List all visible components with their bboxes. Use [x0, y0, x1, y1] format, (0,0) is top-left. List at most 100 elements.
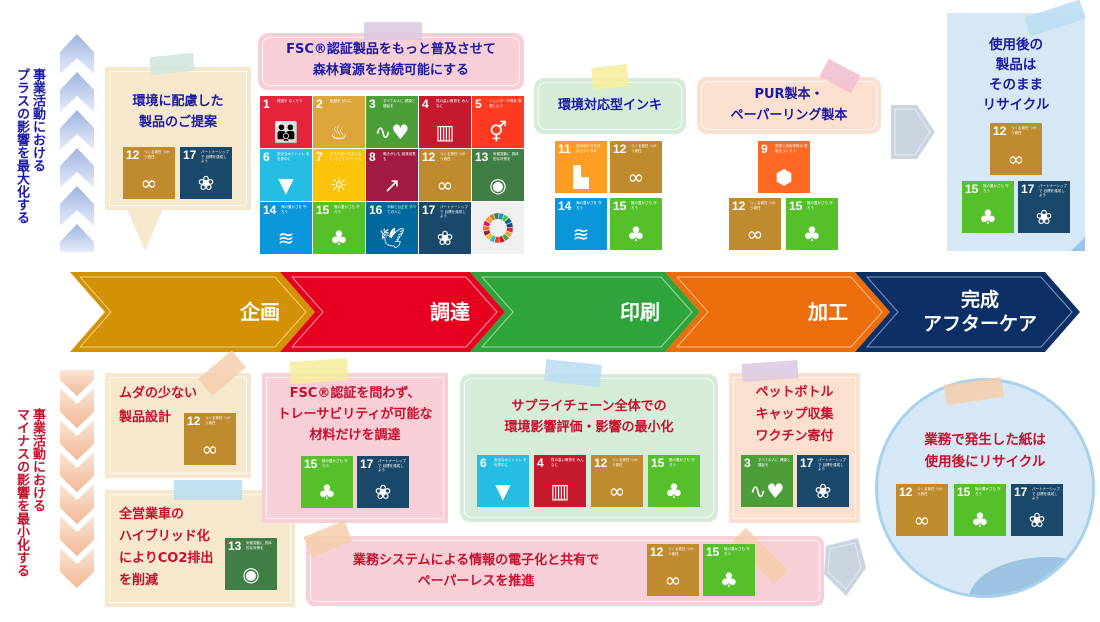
- minus-side-label-line2: マイナスの影響を最小化する: [14, 408, 29, 577]
- sdg-number: 15: [965, 182, 979, 196]
- card-title-line: 環境影響評価・影響の最小化: [504, 420, 674, 435]
- sdg-goal-label: つくる責任 つかう責任: [205, 416, 231, 425]
- sdg-number: 16: [369, 203, 383, 217]
- plus-side-label-line2: プラスの影響を最大化する: [14, 68, 29, 224]
- sdg-number: 15: [789, 199, 803, 213]
- card-title-line: ワクチン寄付: [755, 429, 834, 444]
- sdg-number: 17: [800, 456, 814, 470]
- tape-decoration: [590, 64, 630, 90]
- speech-bubble-tail: [127, 209, 163, 251]
- eye-globe-icon: ◉: [489, 173, 507, 197]
- sdg-number: 12: [613, 142, 627, 156]
- process-step-printing: 印刷: [620, 300, 660, 324]
- flower-rings-icon: ❀: [1035, 205, 1053, 229]
- book-icon: ▥: [435, 120, 455, 144]
- sdg-goal-label: つくる責任 つかう責任: [440, 152, 466, 161]
- sdg-goal-label: パートナーシップで 目標を達成しよう: [440, 205, 468, 218]
- infinity-icon: ∞: [201, 437, 219, 461]
- sdg-number: 6: [480, 456, 487, 470]
- sdg-number: 15: [316, 203, 330, 217]
- sdg-goal-label: 質の高い教育を みんなに: [436, 99, 469, 108]
- sdg-goal-label: 安全な水とトイレ を世界中に: [277, 152, 310, 161]
- sdg-number: 7: [316, 150, 323, 164]
- sdg-number: 13: [228, 539, 242, 553]
- page-curl: [1071, 237, 1085, 251]
- sdg-goal-label: すべての人に 健康と福祉を: [383, 99, 416, 108]
- card-title-line: 環境対応型インキ: [557, 98, 662, 113]
- book-icon: ▥: [550, 479, 570, 503]
- card-title-line: ムダの少ない: [119, 386, 198, 401]
- infinity-icon: ∞: [627, 165, 645, 189]
- tree-icon: ♣: [979, 205, 997, 229]
- step-label-line: アフターケア: [922, 313, 1037, 335]
- process-step-completion: 完成 アフターケア: [905, 288, 1055, 336]
- process-step-shape: [70, 272, 315, 352]
- card-title-line: 製品設計: [119, 410, 172, 425]
- infinity-icon: ∞: [746, 222, 764, 246]
- cubes-icon: ⬢: [775, 165, 793, 189]
- sdg-number: 15: [651, 456, 665, 470]
- sdg-goal-label: 陸の豊かさも 守ろう: [983, 184, 1009, 193]
- card-title-line: 業務システムによる情報の電子化と共有で: [352, 553, 600, 568]
- process-step-shape: [855, 272, 1080, 352]
- sdg-number: 13: [475, 150, 489, 164]
- right-pentagon-arrow-icon: [891, 105, 935, 159]
- card-title-line: そのまま: [989, 77, 1043, 93]
- sdg-number: 5: [475, 97, 482, 111]
- sdg-goal-label: 安全な水とトイレ を世界中に: [494, 458, 527, 467]
- sdg-goal-label: つくる責任 つかう責任: [144, 150, 170, 159]
- sdg-number: 9: [761, 142, 768, 156]
- sdg-number: 14: [263, 203, 277, 217]
- sdg-wheel-logo: [472, 202, 524, 254]
- sdg-goal-4-tile: 4 質の高い教育を みんなに ▥: [419, 96, 471, 148]
- growth-chart-icon: ↗: [383, 173, 401, 197]
- sdg-number: 1: [263, 97, 270, 111]
- sdg-goal-label: エネルギーをみんなに そしてクリーンに: [330, 152, 363, 161]
- card-title-line: を削減: [119, 573, 159, 588]
- card-title-line: トレーサビリティが可能な: [277, 407, 433, 422]
- infinity-icon: ∞: [1007, 147, 1025, 171]
- sdg-number: 4: [422, 97, 429, 111]
- card-fsc-promote: FSC®認証製品をもっと普及させて 森林資源を持続可能にする: [258, 33, 524, 90]
- sdg-goal-label: パートナーシップで 目標を達成しよう: [201, 150, 229, 163]
- card-title-line: FSC®認証を問わず、: [289, 386, 421, 401]
- minus-side-label-line1: 事業活動における: [30, 408, 45, 512]
- card-pur-binding: PUR製本・ ペーパーリング製本: [697, 77, 881, 134]
- sdg-number: 12: [732, 199, 746, 213]
- sdg-goal-label: 飢餓を ゼロに: [330, 99, 353, 103]
- card-title-line: 製品のご提案: [138, 115, 217, 130]
- sdg-goal-label: つくる責任 つかう責任: [668, 547, 694, 556]
- sdg-goal-label: 気候変動に 具体的な対策を: [493, 152, 519, 161]
- card-title-line: 業務で発生した紙は: [924, 432, 1046, 448]
- card-title-line: 使用後の: [989, 37, 1043, 53]
- tape-decoration: [174, 480, 242, 500]
- sdg-goal-label: つくる責任 つかう責任: [612, 458, 638, 467]
- tree-icon: ♣: [803, 222, 821, 246]
- process-step-shape: [280, 272, 505, 352]
- sdg-goal-label: パートナーシップで 目標を達成しよう: [378, 459, 406, 472]
- card-title-line: 製品は: [995, 57, 1037, 73]
- card-title-line: によりCO2排出: [119, 551, 214, 566]
- card-title-line: ハイブリッド化: [119, 529, 210, 544]
- sdg-goal-label: 陸の豊かさも 守ろう: [724, 547, 750, 556]
- sdg-number: 3: [744, 456, 751, 470]
